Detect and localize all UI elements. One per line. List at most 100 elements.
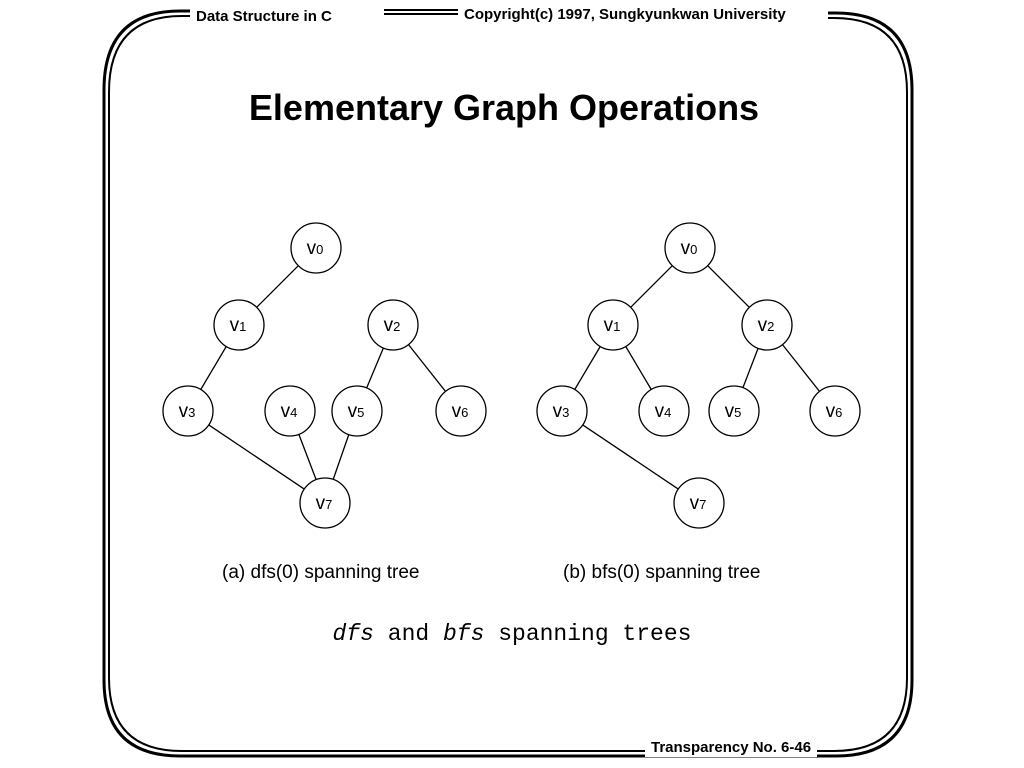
dfs-node-v4: v4: [264, 385, 316, 437]
slide-subtitle: dfs and bfs spanning trees: [0, 620, 1024, 648]
dfs-node-circle-v3: [162, 385, 214, 437]
bfs-node-label-v1: v1: [604, 315, 621, 336]
dfs-node-circle-v7: [299, 477, 351, 529]
dfs-edge-v0-v1: [256, 265, 299, 308]
subtitle-bfs: bfs: [442, 621, 485, 647]
dfs-node-index-v3: 3: [188, 405, 195, 420]
dfs-node-index-v2: 2: [393, 319, 400, 334]
caption-bfs-tree: (b) bfs(0) spanning tree: [563, 562, 761, 583]
dfs-edge-v3-v7: [208, 424, 305, 490]
header-copyright: Copyright(c) 1997, Sungkyunkwan Universi…: [458, 6, 792, 24]
dfs-node-circle-v2: [367, 299, 419, 351]
dfs-node-label-v3: v3: [179, 401, 196, 422]
bfs-edge-v0-v2: [707, 265, 750, 308]
dfs-node-letter-v0: v: [307, 238, 317, 259]
bfs-node-letter-v2: v: [758, 315, 768, 336]
dfs-node-v7: v7: [299, 477, 351, 529]
slide-title: Elementary Graph Operations: [248, 87, 760, 128]
bfs-edge-v0-v1: [630, 265, 673, 308]
bfs-node-index-v3: 3: [562, 405, 569, 420]
bfs-node-circle-v0: [664, 222, 716, 274]
bfs-node-v6: v6: [809, 385, 861, 437]
bfs-edge-v2-v5: [742, 348, 759, 388]
dfs-edge-v1-v3: [200, 346, 227, 390]
bfs-node-label-v6: v6: [826, 401, 843, 422]
bfs-node-letter-v1: v: [604, 315, 614, 336]
bfs-node-circle-v5: [708, 385, 760, 437]
bfs-node-letter-v7: v: [690, 493, 700, 514]
dfs-node-label-v0: v0: [307, 238, 324, 259]
dfs-node-v1: v1: [213, 299, 265, 351]
bfs-node-letter-v5: v: [725, 401, 735, 422]
dfs-node-circle-v6: [435, 385, 487, 437]
dfs-node-letter-v5: v: [348, 401, 358, 422]
dfs-node-letter-v6: v: [452, 401, 462, 422]
bfs-node-index-v2: 2: [767, 319, 774, 334]
dfs-node-circle-v1: [213, 299, 265, 351]
caption-dfs-tree: (a) dfs(0) spanning tree: [222, 562, 420, 583]
bfs-node-label-v5: v5: [725, 401, 742, 422]
bfs-edge-v1-v4: [625, 346, 652, 390]
dfs-node-index-v7: 7: [325, 497, 332, 512]
dfs-node-circle-v0: [290, 222, 342, 274]
dfs-edge-v4-v7: [298, 434, 317, 480]
bfs-node-index-v1: 1: [613, 319, 620, 334]
bfs-node-label-v2: v2: [758, 315, 775, 336]
dfs-edge-v5-v7: [332, 434, 350, 480]
footer-transparency-number: Transparency No. 6-46: [645, 739, 818, 757]
dfs-node-letter-v2: v: [384, 315, 394, 336]
subtitle-spanning-trees: spanning trees: [484, 621, 692, 647]
bfs-node-letter-v0: v: [681, 238, 691, 259]
bfs-node-v2: v2: [741, 299, 793, 351]
dfs-edge-v2-v5: [366, 347, 384, 389]
dfs-node-v3: v3: [162, 385, 214, 437]
subtitle-dfs: dfs: [332, 621, 374, 647]
bfs-node-index-v7: 7: [699, 497, 706, 512]
bfs-node-circle-v4: [638, 385, 690, 437]
dfs-node-letter-v1: v: [230, 315, 240, 336]
dfs-node-v2: v2: [367, 299, 419, 351]
dfs-node-index-v0: 0: [316, 242, 323, 257]
bfs-node-letter-v6: v: [826, 401, 836, 422]
bfs-node-label-v0: v0: [681, 238, 698, 259]
dfs-node-label-v2: v2: [384, 315, 401, 336]
bfs-node-circle-v3: [536, 385, 588, 437]
bfs-node-circle-v1: [587, 299, 639, 351]
dfs-node-v0: v0: [290, 222, 342, 274]
dfs-node-label-v6: v6: [452, 401, 469, 422]
bfs-node-v0: v0: [664, 222, 716, 274]
bfs-node-circle-v2: [741, 299, 793, 351]
subtitle-and: and: [373, 621, 443, 647]
bfs-node-label-v3: v3: [553, 401, 570, 422]
dfs-node-label-v5: v5: [348, 401, 365, 422]
bfs-edge-v1-v3: [574, 346, 601, 390]
dfs-node-letter-v3: v: [179, 401, 189, 422]
dfs-node-label-v4: v4: [281, 401, 298, 422]
dfs-node-index-v5: 5: [357, 405, 364, 420]
dfs-node-v5: v5: [331, 385, 383, 437]
bfs-node-index-v5: 5: [734, 405, 741, 420]
slide-frame-inner: [108, 15, 908, 752]
dfs-node-circle-v4: [264, 385, 316, 437]
bfs-node-label-v4: v4: [655, 401, 672, 422]
dfs-node-label-v7: v7: [316, 493, 333, 514]
bfs-node-circle-v6: [809, 385, 861, 437]
dfs-node-circle-v5: [331, 385, 383, 437]
dfs-node-v6: v6: [435, 385, 487, 437]
bfs-node-letter-v3: v: [553, 401, 563, 422]
bfs-node-v1: v1: [587, 299, 639, 351]
dfs-node-index-v6: 6: [461, 405, 468, 420]
bfs-node-v5: v5: [708, 385, 760, 437]
bfs-node-v4: v4: [638, 385, 690, 437]
dfs-node-label-v1: v1: [230, 315, 247, 336]
bfs-node-index-v4: 4: [664, 405, 671, 420]
dfs-node-letter-v4: v: [281, 401, 291, 422]
bfs-node-label-v7: v7: [690, 493, 707, 514]
header-course-title: Data Structure in C: [190, 8, 338, 26]
bfs-node-v7: v7: [673, 477, 725, 529]
dfs-node-index-v4: 4: [290, 405, 297, 420]
bfs-node-index-v6: 6: [835, 405, 842, 420]
